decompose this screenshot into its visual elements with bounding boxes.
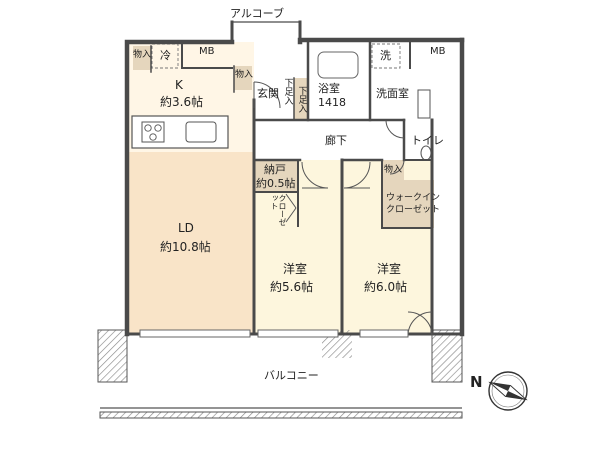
western-room-2-label: 洋室: [377, 262, 402, 276]
shoe-rack-label-2: 下足入: [296, 86, 307, 113]
bathtub: [317, 51, 359, 79]
walk-in-closet-label: ウォークイン: [386, 193, 441, 203]
compass-icon: [488, 371, 528, 411]
sink: [185, 121, 217, 143]
balcony-label: バルコニー: [264, 369, 319, 382]
washer-label: 洗: [380, 49, 391, 62]
western-room-1-label: 洋室: [283, 262, 308, 276]
storage-label-left: 物入: [133, 50, 152, 60]
nando-label: 納戸: [264, 163, 286, 176]
nando-floor: [254, 160, 298, 192]
kitchen-area: 約3.6帖: [160, 95, 204, 109]
kitchen-label: K: [175, 78, 183, 92]
compass-n-label: N: [470, 373, 483, 391]
stove: [141, 121, 165, 143]
storage-label-k: 物入: [235, 70, 254, 80]
storage-floor-k: [234, 66, 252, 90]
alcove-label: アルコーブ: [230, 7, 285, 20]
burner: [149, 133, 157, 141]
windows: [139, 329, 409, 338]
burner: [154, 124, 162, 132]
doors: [253, 81, 433, 337]
closet-label: クローゼット: [270, 194, 287, 226]
balcony-rail: [99, 411, 463, 419]
toilet-bowl: [420, 145, 432, 161]
entrance-label: 玄関: [257, 87, 279, 100]
walk-in-closet-floor: [382, 180, 434, 228]
toilet-label: トイレ: [411, 134, 444, 147]
bath-size: 1418: [318, 96, 346, 109]
balcony-right-hatch: [431, 329, 463, 383]
shoe-rack-label: 下足入: [282, 78, 293, 105]
fridge-label: 冷: [160, 49, 171, 62]
mb-label-1: MB: [199, 46, 215, 57]
bath-label: 浴室: [318, 82, 340, 95]
storage-label-right: 物入: [384, 165, 403, 175]
wash-room-label: 洗面室: [376, 87, 409, 100]
washer-space: [371, 43, 401, 69]
storage-floor-left: [133, 46, 151, 70]
western-room-2-area: 約6.0帖: [364, 280, 408, 294]
walk-in-closet-label-2: クローゼット: [386, 205, 441, 215]
western-room-1-area: 約5.6帖: [270, 280, 314, 294]
hallway-label: 廊下: [325, 134, 347, 147]
wash-basin: [417, 89, 431, 119]
shoe-rack-floor: [294, 78, 308, 120]
nando-area: 約0.5帖: [256, 177, 296, 190]
storage-floor-right: [382, 160, 404, 180]
burner: [144, 124, 152, 132]
ld-area: 約10.8帖: [160, 240, 211, 254]
balcony-left-hatch: [97, 329, 128, 383]
mb-label-2: MB: [430, 46, 446, 57]
ld-label: LD: [178, 221, 194, 235]
